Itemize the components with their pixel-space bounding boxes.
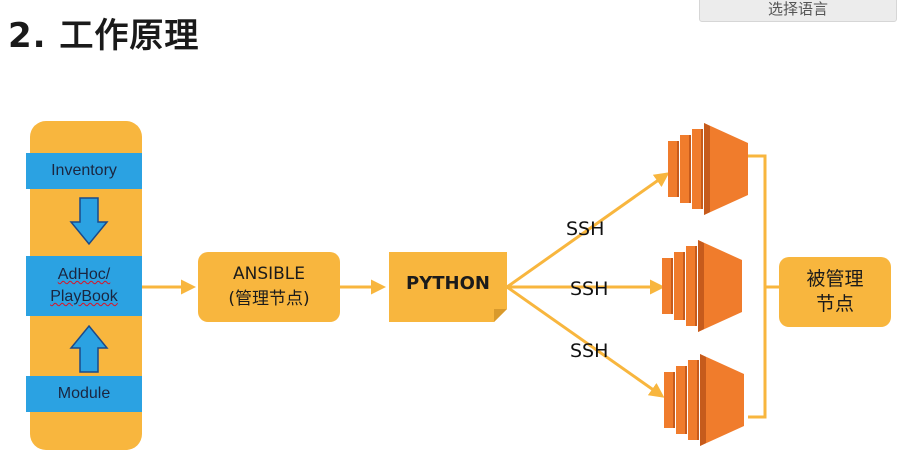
server-icon <box>664 354 744 446</box>
server-icon <box>662 240 742 332</box>
ssh-label-middle: SSH <box>570 278 609 300</box>
server-icon <box>668 123 748 215</box>
playbook-label: PlayBook <box>50 288 118 305</box>
python-label: PYTHON <box>406 272 490 294</box>
python-box: PYTHON <box>389 252 507 314</box>
ansible-label: ANSIBLE <box>232 264 306 284</box>
managed-nodes-sublabel: 节点 <box>815 293 854 315</box>
select-language-button[interactable]: 选择语言 <box>699 0 897 22</box>
ssh-line-top <box>506 172 670 289</box>
managed-nodes-label: 被管理 <box>806 268 864 290</box>
bracket-line <box>748 154 767 419</box>
ansible-sublabel: (管理节点) <box>228 289 310 309</box>
page-title: 2. 工作原理 <box>8 16 200 56</box>
ssh-label-top: SSH <box>566 218 605 240</box>
inventory-label: Inventory <box>51 162 117 179</box>
module-label: Module <box>57 385 111 402</box>
ssh-line-bottom <box>506 285 665 398</box>
adhoc-playbook-box: AdHoc/ PlayBook <box>26 256 142 316</box>
adhoc-label: AdHoc/ <box>57 266 111 283</box>
arrow-down-icon <box>69 197 109 246</box>
ssh-label-bottom: SSH <box>570 340 609 362</box>
inventory-box: Inventory <box>26 153 142 189</box>
arrow-up-icon <box>69 324 109 373</box>
ansible-box: ANSIBLE (管理节点) <box>198 252 340 322</box>
managed-nodes-box: 被管理 节点 <box>779 257 891 327</box>
python-box-shape <box>389 252 507 322</box>
module-box: Module <box>26 376 142 412</box>
